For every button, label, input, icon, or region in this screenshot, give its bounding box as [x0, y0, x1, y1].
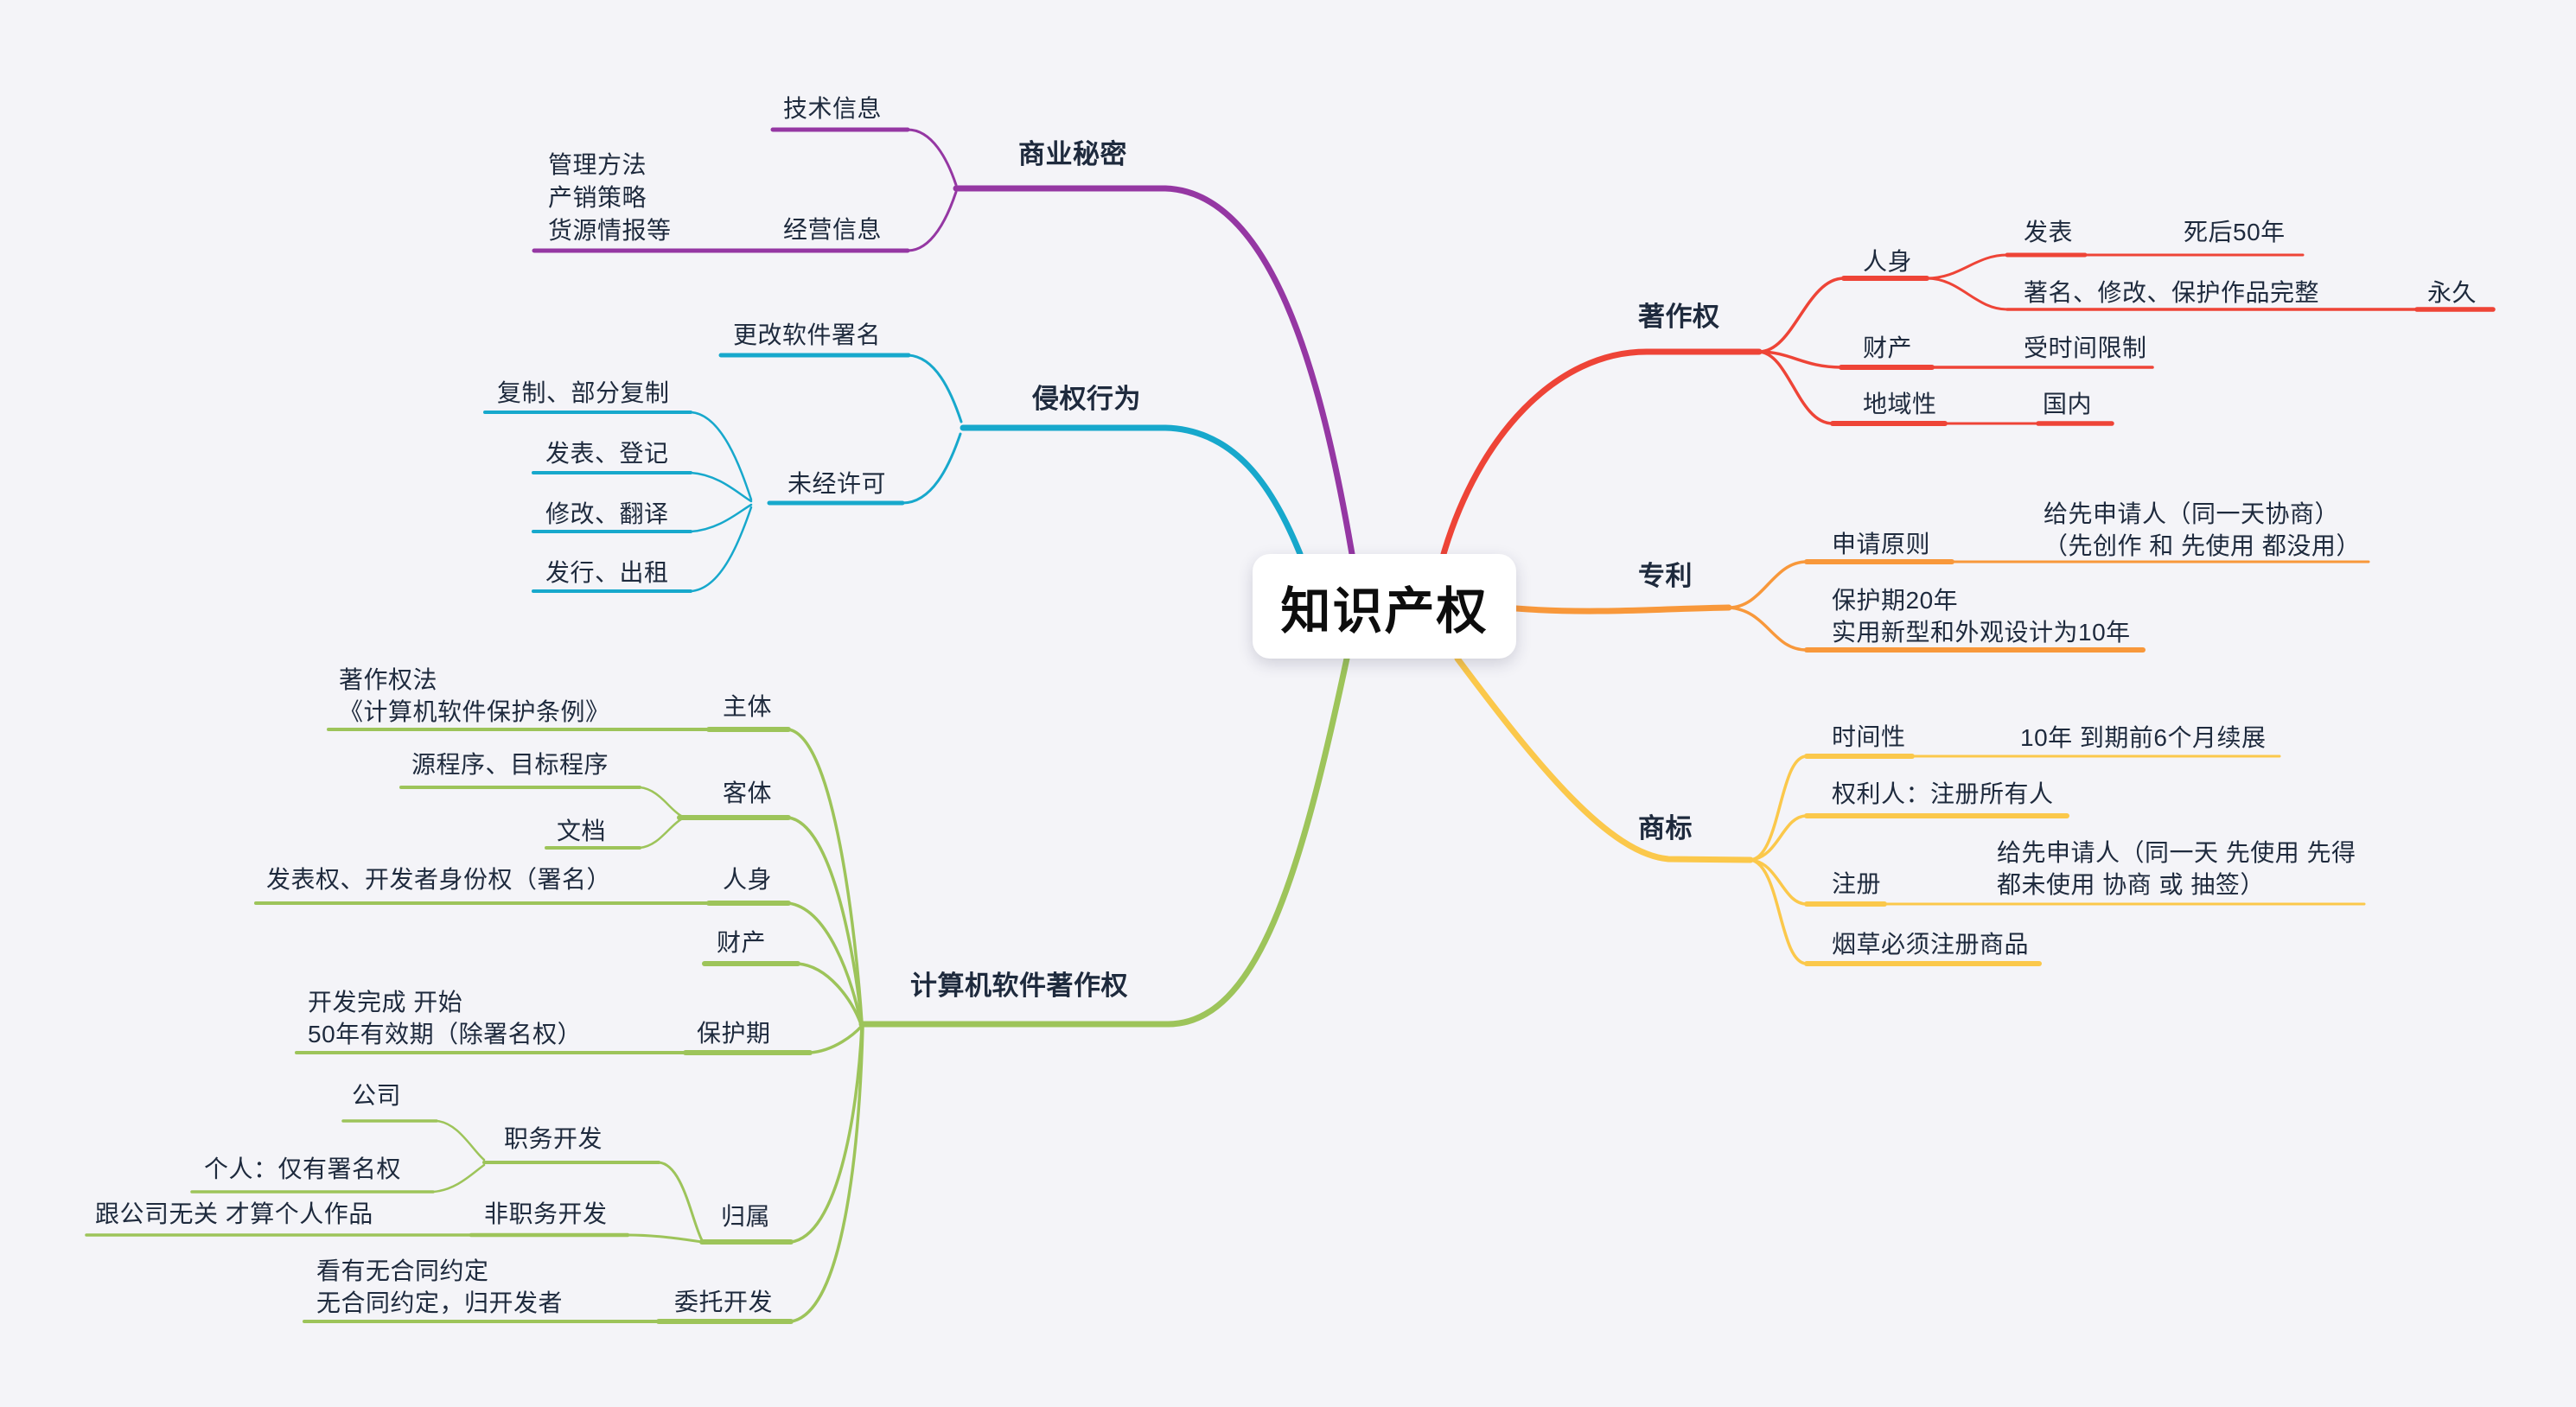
- node-after-death-50y[interactable]: 死后50年: [2184, 219, 2286, 245]
- node-patent-protection[interactable]: 保护期20年 实用新型和外观设计为10年: [1832, 587, 2131, 646]
- node-infringement[interactable]: 侵权行为: [1032, 384, 1141, 414]
- node-sw-job-dev[interactable]: 职务开发: [504, 1125, 603, 1152]
- node-sw-doc[interactable]: 文档: [557, 818, 607, 844]
- node-sw-commissioned[interactable]: 委托开发: [674, 1289, 774, 1315]
- node-trademark-owner[interactable]: 权利人：注册所有人: [1832, 780, 2054, 807]
- node-sw-protection-period[interactable]: 保护期: [697, 1020, 771, 1047]
- node-copyright[interactable]: 著作权: [1638, 302, 1720, 332]
- node-sw-ownership[interactable]: 归属: [721, 1203, 771, 1230]
- node-sw-personal[interactable]: 人身: [723, 866, 773, 893]
- node-trademark-renew[interactable]: 10年 到期前6个月续展: [2020, 724, 2267, 751]
- node-publish-register[interactable]: 发表、登记: [545, 440, 669, 467]
- node-trade-secret[interactable]: 商业秘密: [1018, 139, 1127, 169]
- node-patent-first-to-file[interactable]: 给先申请人（同一天协商） （先创作 和 先使用 都没用）: [2044, 500, 2361, 559]
- node-patent[interactable]: 专利: [1638, 561, 1693, 591]
- trademark-branch-lines: [1454, 655, 2366, 966]
- node-tech-info[interactable]: 技术信息: [783, 95, 883, 122]
- node-sw-non-job-dev[interactable]: 非职务开发: [484, 1200, 608, 1227]
- node-territorial[interactable]: 地域性: [1863, 391, 1937, 417]
- node-sw-individual[interactable]: 个人：仅有署名权: [204, 1156, 402, 1182]
- node-sw-unrelated[interactable]: 跟公司无关 才算个人作品: [95, 1200, 373, 1227]
- node-time-limited[interactable]: 受时间限制: [2024, 334, 2147, 361]
- node-sw-company[interactable]: 公司: [352, 1082, 402, 1109]
- central-topic[interactable]: 知识产权: [1253, 554, 1516, 659]
- node-domestic[interactable]: 国内: [2043, 391, 2093, 417]
- node-application-principle[interactable]: 申请原则: [1832, 531, 1931, 557]
- node-trademark-time[interactable]: 时间性: [1832, 723, 1906, 750]
- node-sw-source[interactable]: 源程序、目标程序: [411, 751, 609, 778]
- node-sw-property[interactable]: 财产: [717, 929, 767, 956]
- node-copyright-personal[interactable]: 人身: [1863, 248, 1913, 275]
- node-biz-info[interactable]: 经营信息: [783, 216, 883, 243]
- node-trademark-first-to-file[interactable]: 给先申请人（同一天 先使用 先得 都未使用 协商 或 抽签）: [1997, 839, 2356, 898]
- node-sw-protection-detail[interactable]: 开发完成 开始 50年有效期（除署名权）: [308, 989, 583, 1047]
- node-copy[interactable]: 复制、部分复制: [497, 379, 670, 406]
- node-sw-subject[interactable]: 主体: [723, 693, 773, 720]
- node-trademark-register[interactable]: 注册: [1832, 870, 1882, 897]
- node-personal-rights[interactable]: 著名、修改、保护作品完整: [2024, 279, 2320, 306]
- node-sw-law[interactable]: 著作权法 《计算机软件保护条例》: [339, 666, 610, 725]
- node-biz-info-methods[interactable]: 管理方法 产销策略 货源情报等: [548, 151, 672, 244]
- node-sw-object[interactable]: 客体: [723, 780, 773, 806]
- node-software-copyright[interactable]: 计算机软件著作权: [910, 971, 1128, 1001]
- node-sw-contract[interactable]: 看有无合同约定 无合同约定，归开发者: [316, 1257, 564, 1316]
- node-copyright-property[interactable]: 财产: [1863, 334, 1913, 361]
- node-modify-translate[interactable]: 修改、翻译: [545, 500, 669, 527]
- node-copyright-publish[interactable]: 发表: [2024, 219, 2074, 245]
- node-change-signature[interactable]: 更改软件署名: [733, 322, 882, 348]
- node-distribute-rent[interactable]: 发行、出租: [545, 559, 669, 586]
- node-forever[interactable]: 永久: [2427, 279, 2477, 306]
- node-tobacco[interactable]: 烟草必须注册商品: [1832, 931, 2030, 958]
- node-trademark[interactable]: 商标: [1638, 813, 1693, 844]
- node-without-permission[interactable]: 未经许可: [787, 470, 887, 497]
- node-sw-personal-rights[interactable]: 发表权、开发者身份权（署名）: [266, 866, 612, 893]
